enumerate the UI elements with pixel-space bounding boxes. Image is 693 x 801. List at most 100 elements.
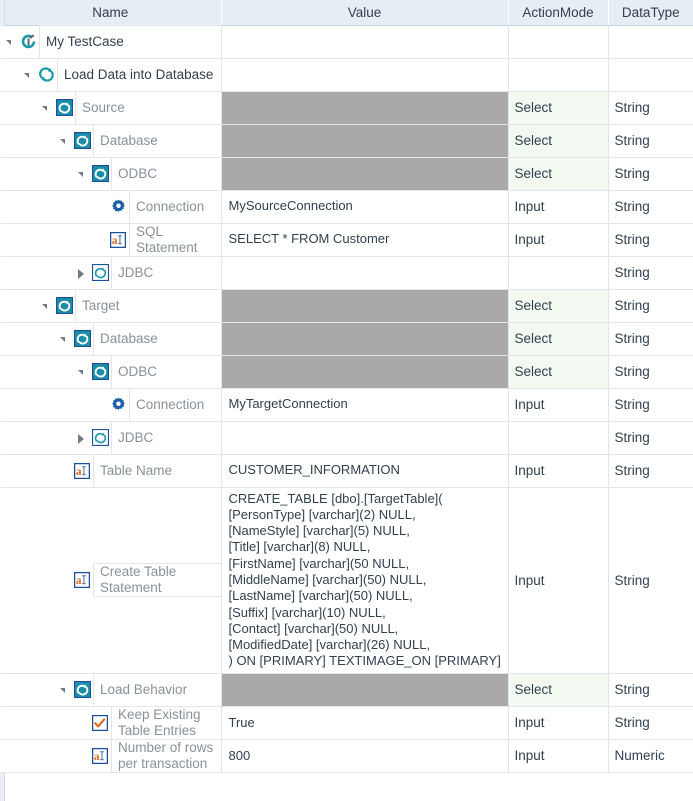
cell-value[interactable]: MySourceConnection [220, 190, 509, 224]
cell-datatype[interactable]: String [608, 706, 693, 740]
cell-value[interactable] [220, 421, 509, 455]
cell-datatype[interactable]: String [608, 322, 693, 356]
cell-value[interactable]: 800 [220, 739, 509, 773]
cell-value[interactable] [220, 256, 509, 290]
tree-node[interactable]: My TestCase [0, 24, 221, 59]
tree-expand-toggle-open[interactable] [78, 169, 88, 179]
cell-name[interactable]: Connection [0, 387, 221, 422]
cell-datatype[interactable]: String [608, 157, 693, 191]
tree-node[interactable]: ODBC [0, 156, 221, 191]
cell-name[interactable]: Database [0, 123, 221, 158]
cell-actionmode[interactable]: Select [508, 124, 609, 158]
cell-actionmode[interactable]: Select [508, 91, 609, 125]
tree-expand-toggle-open[interactable] [6, 37, 16, 47]
cell-actionmode[interactable]: Input [508, 190, 609, 224]
tree-node[interactable]: JDBC [0, 420, 221, 455]
tree-node[interactable]: Source [0, 90, 221, 125]
tree-expand-toggle-closed[interactable] [78, 268, 88, 279]
cell-value[interactable]: True [220, 706, 509, 740]
cell-actionmode[interactable]: Select [508, 673, 609, 707]
column-header-name[interactable]: Name [0, 0, 222, 26]
tree-expand-toggle-open[interactable] [60, 136, 70, 146]
tree-expand-toggle-open[interactable] [42, 301, 52, 311]
cell-name[interactable]: JDBC [0, 255, 221, 290]
tree-expand-toggle-closed[interactable] [78, 433, 88, 444]
cell-actionmode[interactable]: Input [508, 487, 609, 674]
cell-name[interactable]: Target [0, 288, 221, 323]
cell-name[interactable]: JDBC [0, 420, 221, 455]
cell-name[interactable]: Database [0, 321, 221, 356]
cell-datatype[interactable]: String [608, 673, 693, 707]
cell-name[interactable]: Connection [0, 189, 221, 224]
cell-actionmode[interactable]: Input [508, 739, 609, 773]
table-row[interactable]: My TestCase [0, 24, 693, 59]
cell-actionmode[interactable]: Input [508, 388, 609, 422]
table-row[interactable]: JDBC String [0, 420, 693, 455]
cell-name[interactable]: Load Behavior [0, 672, 221, 707]
cell-datatype[interactable]: String [608, 223, 693, 257]
tree-node[interactable]: Database [0, 321, 221, 356]
table-row[interactable]: Load Data into Database [0, 57, 693, 92]
cell-actionmode[interactable]: Input [508, 706, 609, 740]
cell-value[interactable]: CUSTOMER_INFORMATION [220, 454, 509, 488]
cell-actionmode[interactable]: Input [508, 223, 609, 257]
tree-node[interactable]: Connection [0, 189, 221, 224]
cell-value[interactable] [220, 25, 509, 59]
cell-datatype[interactable]: String [608, 91, 693, 125]
cell-datatype[interactable]: String [608, 124, 693, 158]
tree-node[interactable]: ODBC [0, 354, 221, 389]
cell-actionmode[interactable]: Select [508, 322, 609, 356]
tree-expand-toggle-open[interactable] [78, 367, 88, 377]
table-row[interactable]: JDBC String [0, 255, 693, 290]
cell-name[interactable]: Source [0, 90, 221, 125]
cell-actionmode[interactable]: Select [508, 157, 609, 191]
tree-node[interactable]: Database [0, 123, 221, 158]
cell-name[interactable]: My TestCase [0, 24, 221, 59]
column-header-actionmode[interactable]: ActionMode [508, 0, 609, 26]
tree-node[interactable]: JDBC [0, 255, 221, 290]
cell-datatype[interactable]: String [608, 421, 693, 455]
tree-node[interactable]: Load Data into Database [0, 57, 221, 92]
tree-node[interactable]: Load Behavior [0, 672, 221, 707]
cell-value[interactable]: MyTargetConnection [220, 388, 509, 422]
cell-name[interactable]: ODBC [0, 354, 221, 389]
cell-datatype[interactable]: String [608, 388, 693, 422]
tree-node[interactable]: Keep Existing Table Entries [0, 705, 221, 740]
cell-value[interactable]: CREATE_TABLE [dbo].[TargetTable]( [Perso… [220, 487, 509, 674]
tree-node[interactable]: Target [0, 288, 221, 323]
tree-expand-toggle-open[interactable] [60, 334, 70, 344]
cell-name[interactable]: Load Data into Database [0, 57, 221, 92]
cell-datatype[interactable]: String [608, 487, 693, 674]
cell-actionmode[interactable]: Select [508, 355, 609, 389]
cell-datatype[interactable]: String [608, 256, 693, 290]
cell-datatype[interactable]: String [608, 454, 693, 488]
tree-expand-toggle-open[interactable] [60, 685, 70, 695]
column-header-value[interactable]: Value [221, 0, 509, 26]
cell-datatype[interactable]: String [608, 355, 693, 389]
cell-datatype[interactable]: String [608, 289, 693, 323]
cell-name[interactable]: ODBC [0, 156, 221, 191]
column-header-datatype[interactable]: DataType [608, 0, 693, 26]
tree-expand-toggle-open[interactable] [24, 70, 34, 80]
